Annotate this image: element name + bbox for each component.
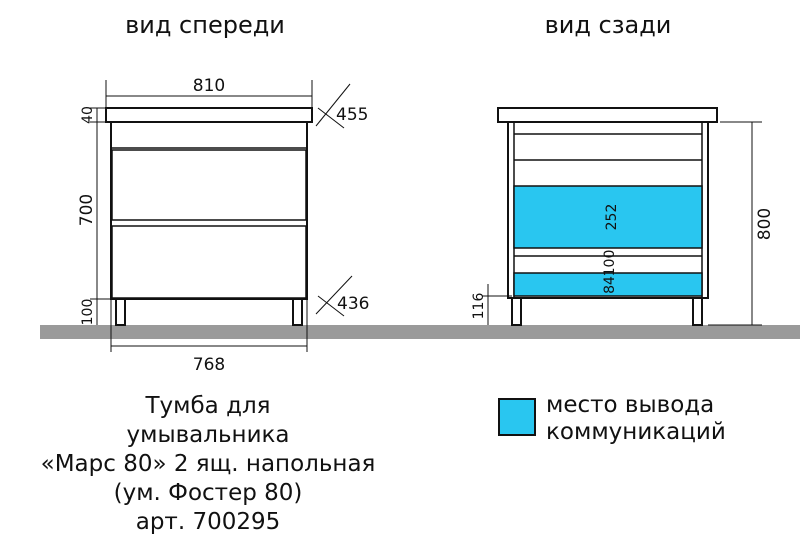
product-line-4: (ум. Фостер 80) [113,480,303,506]
dim-depth-top: 455 [336,105,368,125]
product-description: Тумба для умывальника «Марс 80» 2 ящ. на… [8,392,408,537]
dim-countertop-height: 40 [80,106,96,124]
legend-text: место вывода коммуникаций [546,392,726,446]
front-view [105,107,313,326]
back-leg-right [692,297,703,326]
front-countertop [105,107,313,123]
legend-line-1: место вывода [546,392,715,418]
back-leg-left [511,297,522,326]
front-drawer-lower [111,225,307,299]
product-line-1: Тумба для [145,393,271,419]
dim-outlet-zone-height: 252 [604,204,620,231]
legend: место вывода коммуникаций [498,392,798,448]
dim-depth-bottom: 436 [337,294,369,314]
outlet-zone-lower [513,272,703,297]
outlet-zone-upper [513,185,703,249]
back-dimensions [482,121,762,326]
dim-outlet-offset-b: 100 [602,250,618,277]
back-countertop [497,107,718,123]
front-view-title: вид спереди [125,11,285,39]
dim-total-height: 800 [755,208,775,240]
product-article: арт. 700295 [135,509,281,535]
floor-line [40,325,800,339]
dim-top-width: 810 [193,76,225,96]
product-line-3: «Марс 80» 2 ящ. напольная [40,451,376,477]
product-line-2: умывальника [126,422,290,448]
front-dimensions [90,80,353,352]
dim-outlet-height-low: 116 [471,293,487,320]
front-leg-left [115,298,126,326]
front-body [110,121,308,300]
back-view-title: вид сзади [545,11,672,39]
dim-body-height: 700 [77,194,97,226]
dim-bottom-width: 768 [193,355,225,375]
dim-leg-height: 100 [80,299,96,326]
dim-outlet-offset-a: 84 [602,276,618,294]
legend-swatch [498,398,536,436]
legend-line-2: коммуникаций [546,419,726,445]
back-view [497,107,718,326]
front-drawer-upper [111,149,307,221]
front-leg-right [292,298,303,326]
